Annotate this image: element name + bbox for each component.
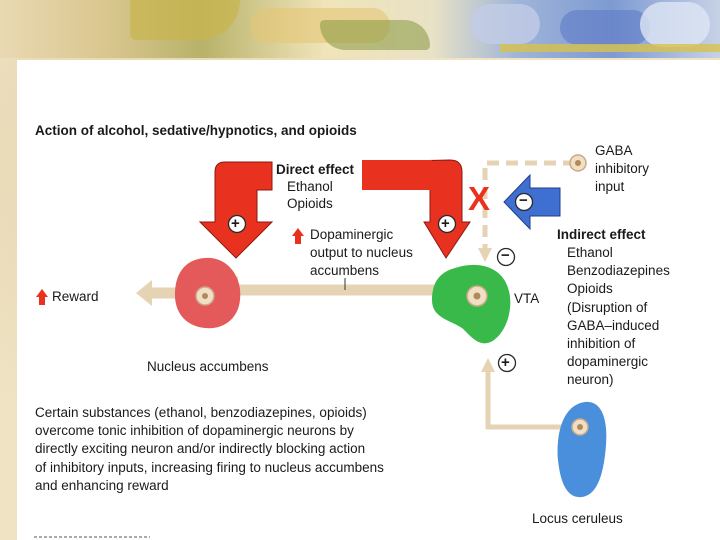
gaba-label-line: input bbox=[595, 179, 625, 194]
direct-effect-heading: Direct effect bbox=[276, 162, 355, 177]
indirect-effect-item: GABA–induced bbox=[567, 318, 660, 333]
gaba-neuron-nucleus bbox=[575, 160, 581, 166]
indirect-effect-item: Opioids bbox=[567, 281, 613, 296]
dopamine-label-line: output to nucleus bbox=[310, 245, 413, 260]
gaba-label-line: inhibitory bbox=[595, 161, 650, 176]
minus-circle-indirect bbox=[514, 192, 534, 212]
direct-effect-arrow-left bbox=[198, 161, 274, 259]
flower-decoration bbox=[640, 2, 710, 47]
nucleus-accumbens-label: Nucleus accumbens bbox=[147, 359, 269, 374]
indirect-effect-item: (Disruption of bbox=[567, 300, 648, 315]
gaba-label-line: GABA bbox=[595, 143, 633, 158]
plus-circle-nucleus bbox=[227, 214, 247, 234]
stripe-decoration bbox=[500, 44, 720, 52]
indirect-effect-item: dopaminergic bbox=[567, 354, 649, 369]
flower-decoration bbox=[560, 10, 650, 45]
reward-up-arrow-icon bbox=[36, 289, 48, 305]
nucleus-neuron-nucleus bbox=[202, 293, 208, 299]
plus-symbol-nucleus: + bbox=[231, 215, 240, 232]
direct-effect-arrow-right-shaft bbox=[362, 160, 432, 190]
block-x-icon: X bbox=[468, 180, 491, 217]
gaba-arrowhead bbox=[478, 248, 492, 262]
minus-symbol-vta: − bbox=[501, 247, 510, 264]
plus-circle-locus bbox=[497, 353, 517, 373]
caption-line: overcome tonic inhibition of dopaminergi… bbox=[35, 423, 354, 438]
leaf-decoration bbox=[320, 20, 430, 50]
caption-line: and enhancing reward bbox=[35, 478, 169, 493]
dopamine-up-arrow-icon bbox=[292, 228, 304, 244]
dopamine-label-line: Dopaminergic bbox=[310, 227, 394, 242]
direct-effect-item: Ethanol bbox=[287, 179, 333, 194]
minus-circle-vta bbox=[496, 247, 516, 267]
indirect-effect-heading: Indirect effect bbox=[557, 227, 646, 242]
caption-line: of inhibitory inputs, increasing firing … bbox=[35, 460, 384, 475]
locus-neuron-nucleus bbox=[577, 424, 583, 430]
leaf-decoration bbox=[130, 0, 240, 40]
locus-ceruleus-label: Locus ceruleus bbox=[532, 511, 623, 526]
locus-ceruleus-shape bbox=[557, 401, 607, 498]
locus-arrowhead bbox=[481, 358, 495, 372]
direct-effect-item: Opioids bbox=[287, 196, 333, 211]
gaba-input-pathway bbox=[482, 160, 575, 253]
decorative-banner bbox=[0, 0, 720, 58]
dopamine-label-line: accumbens bbox=[310, 263, 380, 278]
indirect-effect-item: inhibition of bbox=[567, 336, 636, 351]
indirect-effect-item: Ethanol bbox=[567, 245, 613, 260]
indirect-effect-item: neuron) bbox=[567, 372, 614, 387]
plus-symbol-vta: + bbox=[441, 215, 450, 232]
minus-symbol-indirect: − bbox=[519, 192, 528, 209]
caption-line: directly exciting neuron and/or indirect… bbox=[35, 441, 366, 456]
vta-neuron-nucleus bbox=[473, 292, 481, 300]
plus-symbol-locus: + bbox=[501, 354, 510, 371]
plus-circle-vta bbox=[437, 214, 457, 234]
caption-line: Certain substances (ethanol, benzodiazep… bbox=[35, 405, 367, 420]
reward-output-arrowhead bbox=[136, 280, 152, 306]
reward-label: Reward bbox=[52, 289, 99, 304]
diagram-title: Action of alcohol, sedative/hypnotics, a… bbox=[35, 123, 357, 138]
locus-pathway bbox=[485, 368, 578, 430]
vta-label: VTA bbox=[514, 291, 540, 306]
indirect-effect-item: Benzodiazepines bbox=[567, 263, 670, 278]
flower-decoration bbox=[470, 4, 540, 44]
